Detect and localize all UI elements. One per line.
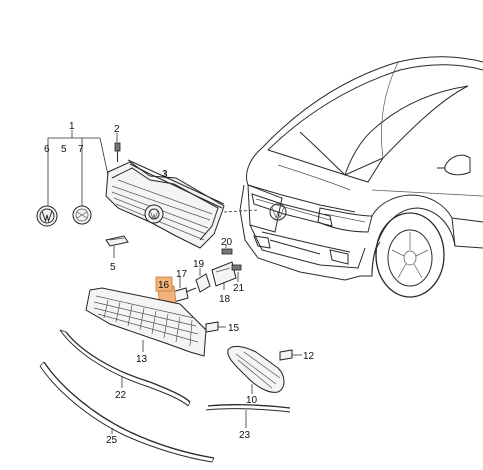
callout-5-upper: 5 — [61, 144, 67, 155]
upper-grille — [105, 159, 225, 249]
callout-6: 6 — [44, 144, 50, 155]
trim-strip-23 — [205, 404, 291, 413]
lower-grille-13 — [85, 287, 207, 357]
bracket-parts — [157, 248, 242, 307]
vehicle-illustration — [239, 56, 483, 298]
callout-23: 23 — [239, 430, 251, 441]
callout-16-highlight — [155, 276, 173, 292]
leader-lines — [47, 130, 302, 434]
callout-20: 20 — [221, 237, 233, 248]
callout-22: 22 — [115, 390, 127, 401]
callout-2: 2 — [114, 124, 120, 135]
callout-3: 3 — [162, 169, 168, 180]
callout-18: 18 — [219, 294, 231, 305]
callout-1: 1 — [69, 121, 75, 132]
callout-7: 7 — [78, 144, 84, 155]
screw-2 — [114, 142, 121, 162]
clip-12 — [279, 349, 293, 361]
callout-12: 12 — [303, 351, 315, 362]
emblem-backing-7 — [72, 205, 92, 225]
trim-strip-22 — [59, 329, 191, 407]
callout-21: 21 — [233, 283, 245, 294]
emblem-6 — [36, 205, 58, 227]
fog-trim-10 — [227, 345, 285, 393]
callout-19: 19 — [193, 259, 205, 270]
callout-17: 17 — [176, 269, 188, 280]
callout-16: 16 — [158, 280, 170, 291]
clip-5 — [105, 235, 129, 247]
clip-15 — [205, 321, 219, 333]
callout-5-lower: 5 — [110, 262, 116, 273]
callout-10: 10 — [246, 395, 258, 406]
callout-labels: 1 2 3 6 5 7 5 20 17 19 16 21 18 15 13 12… — [44, 121, 315, 446]
callout-13: 13 — [136, 354, 148, 365]
callout-15: 15 — [228, 323, 240, 334]
callout-25: 25 — [106, 435, 118, 446]
trim-strip-25 — [39, 361, 215, 463]
